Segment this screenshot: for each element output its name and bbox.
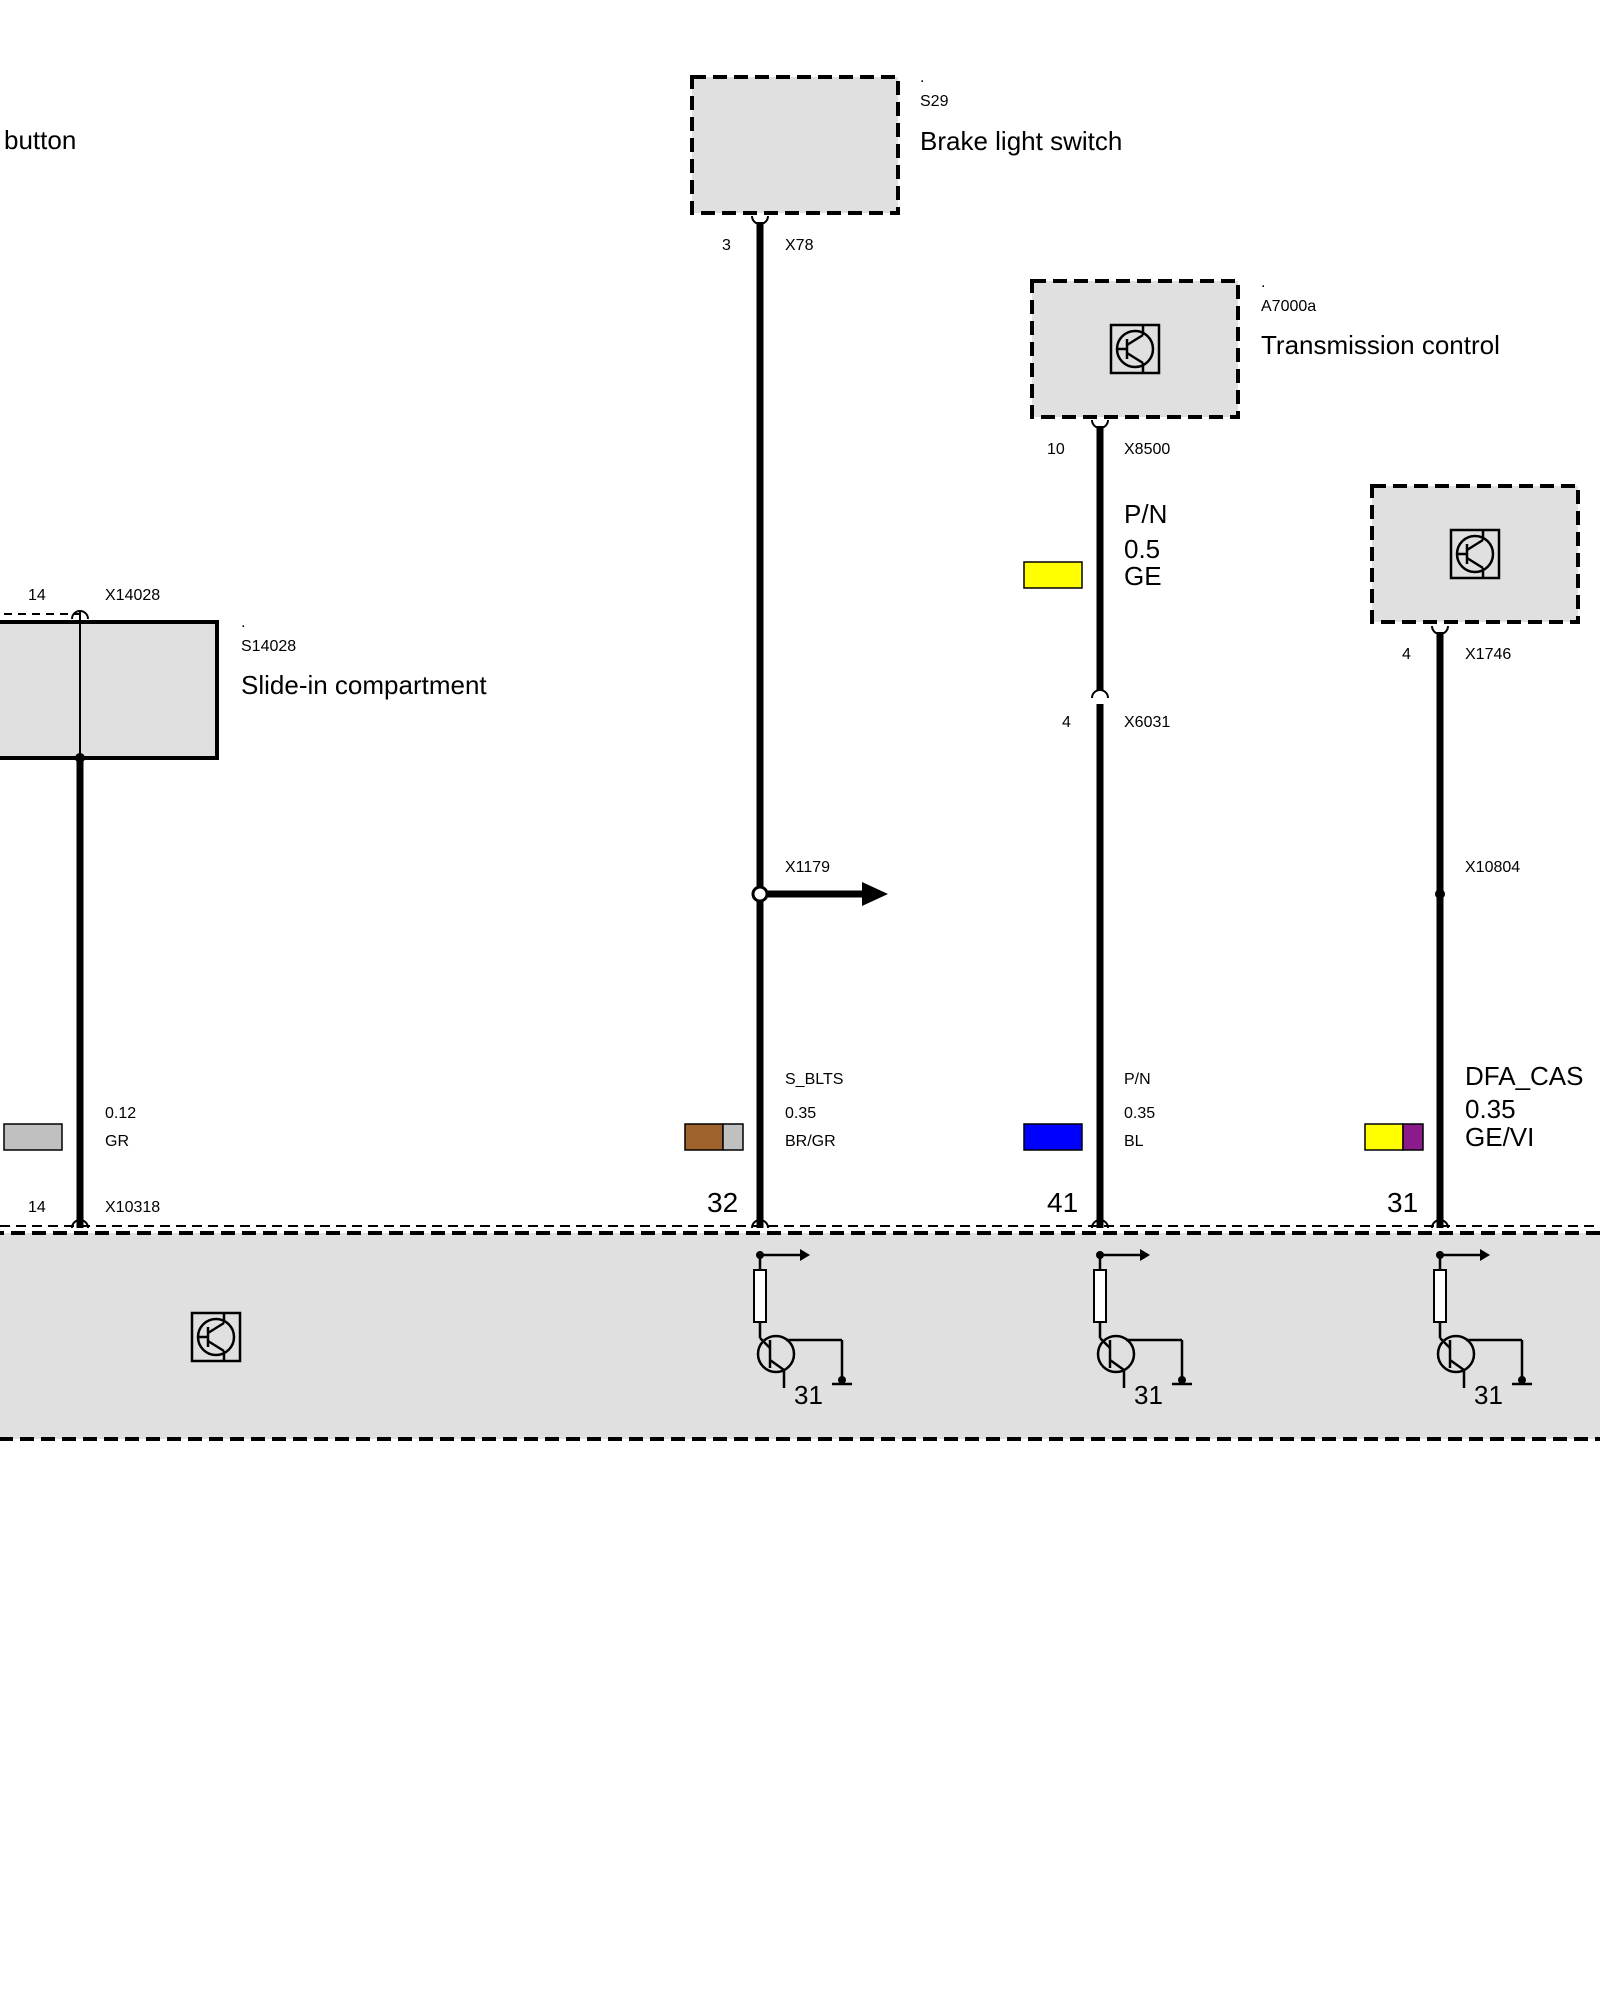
swatch-dfa-a bbox=[1364, 1123, 1404, 1151]
wire-pn-lower-signal: P/N bbox=[1124, 1071, 1151, 1088]
s14028-box[interactable] bbox=[0, 620, 219, 760]
component-module-x1746[interactable] bbox=[1370, 484, 1580, 624]
x14028-name: X14028 bbox=[105, 587, 160, 604]
x1179-splice bbox=[751, 885, 769, 903]
swatch-gr bbox=[3, 1123, 63, 1151]
ground-31-b: 31 bbox=[1134, 1380, 1163, 1410]
wire-dfa-signal: DFA_CAS bbox=[1465, 1061, 1584, 1091]
swatch-pn-upper bbox=[1023, 561, 1083, 589]
bottom-control-module[interactable] bbox=[0, 1225, 1600, 1441]
x10804-splice bbox=[1435, 889, 1445, 899]
left-button-label: button bbox=[4, 125, 76, 155]
x1746-pin: 4 bbox=[1402, 646, 1411, 663]
s14028-dot: . bbox=[241, 614, 245, 631]
wire-blts-color: BR/GR bbox=[785, 1133, 836, 1150]
module-x1746-box[interactable] bbox=[1370, 484, 1580, 624]
driver-stage-pn: 31 bbox=[1092, 1247, 1194, 1410]
x8500-pin: 10 bbox=[1047, 441, 1065, 458]
x78-name: X78 bbox=[785, 237, 814, 254]
ground-31-c: 31 bbox=[1474, 1380, 1503, 1410]
ground-31-a: 31 bbox=[794, 1380, 823, 1410]
swatch-dfa-b bbox=[1402, 1123, 1424, 1151]
pin-31: 31 bbox=[1387, 1187, 1418, 1218]
wire-dfa-size: 0.35 bbox=[1465, 1094, 1516, 1124]
x78-pin: 3 bbox=[722, 237, 731, 254]
pin-41: 41 bbox=[1047, 1187, 1078, 1218]
wire-dfa-cas[interactable]: 4 X1746 X10804 DFA_CAS 0.35 GE/VI 31 bbox=[1364, 625, 1584, 1229]
x6031-name: X6031 bbox=[1124, 714, 1170, 731]
a7000a-dot: . bbox=[1261, 274, 1265, 291]
wire-pn-upper-color: GE bbox=[1124, 561, 1162, 591]
x1179-name: X1179 bbox=[785, 859, 830, 876]
x8500-name: X8500 bbox=[1124, 441, 1170, 458]
wire-blts-signal: S_BLTS bbox=[785, 1071, 843, 1088]
a7000a-id: A7000a bbox=[1261, 298, 1316, 315]
wire-pn-lower-size: 0.35 bbox=[1124, 1105, 1155, 1122]
swatch-blts-b bbox=[722, 1123, 744, 1151]
wire-pn-upper-signal: P/N bbox=[1124, 499, 1167, 529]
s14028-label: Slide-in compartment bbox=[241, 670, 487, 700]
driver-stage-blts: 31 bbox=[752, 1247, 854, 1410]
s14028-id: S14028 bbox=[241, 638, 296, 655]
s29-id: S29 bbox=[920, 93, 949, 110]
a7000a-box[interactable] bbox=[1030, 279, 1240, 419]
wire-gr-color: GR bbox=[105, 1133, 129, 1150]
a7000a-label: Transmission control bbox=[1261, 330, 1500, 360]
x10318-name: X10318 bbox=[105, 1199, 160, 1216]
bottom-module-box[interactable] bbox=[0, 1231, 1600, 1441]
component-a7000a[interactable]: . A7000a Transmission control bbox=[1030, 274, 1500, 419]
wire-blts-size: 0.35 bbox=[785, 1105, 816, 1122]
wire-pn-upper-size: 0.5 bbox=[1124, 534, 1160, 564]
wire-gr[interactable]: 14 X14028 0.12 GR 14 X10318 bbox=[3, 587, 160, 1229]
swatch-pn-lower bbox=[1023, 1123, 1083, 1151]
s29-label: Brake light switch bbox=[920, 126, 1122, 156]
x10804-name: X10804 bbox=[1465, 859, 1520, 876]
s29-dot: . bbox=[920, 69, 924, 86]
wire-gr-size: 0.12 bbox=[105, 1105, 136, 1122]
wire-dfa-color: GE/VI bbox=[1465, 1122, 1534, 1152]
s29-box[interactable] bbox=[690, 75, 900, 215]
wire-s-blts[interactable]: 3 X78 X1179 S_BLTS 0.35 BR/GR 32 bbox=[684, 215, 888, 1229]
component-s29[interactable]: . S29 Brake light switch bbox=[690, 69, 1122, 215]
wire-p-n[interactable]: 10 X8500 P/N 0.5 GE 4 X6031 P/N 0.35 BL … bbox=[1023, 419, 1170, 1229]
arrow-right-icon bbox=[862, 882, 888, 906]
x6031-pin: 4 bbox=[1062, 714, 1071, 731]
wire-pn-lower-color: BL bbox=[1124, 1133, 1144, 1150]
swatch-blts-a bbox=[684, 1123, 724, 1151]
component-s14028[interactable]: . S14028 Slide-in compartment bbox=[0, 612, 487, 760]
x1746-name: X1746 bbox=[1465, 646, 1511, 663]
x14028-pin: 14 bbox=[28, 587, 46, 604]
x10318-pin: 14 bbox=[28, 1199, 46, 1216]
pin-32: 32 bbox=[707, 1187, 738, 1218]
driver-stage-dfa: 31 bbox=[1432, 1247, 1534, 1410]
